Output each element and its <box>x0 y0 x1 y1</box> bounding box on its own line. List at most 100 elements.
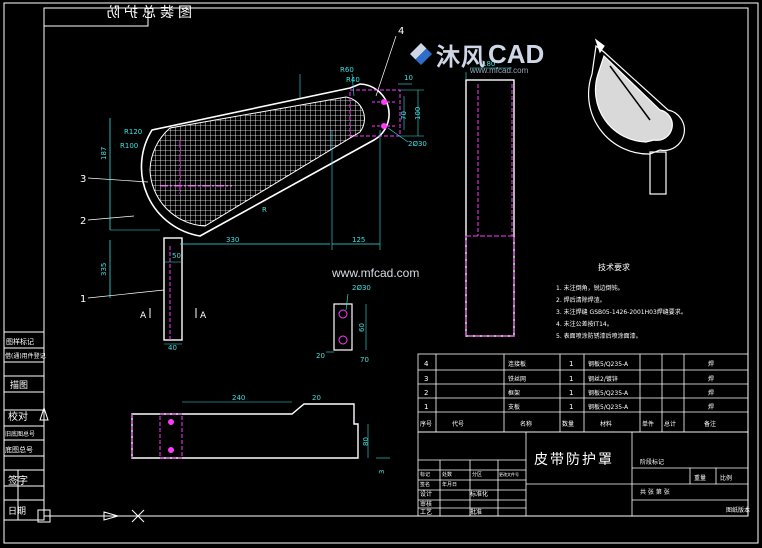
front-view <box>140 83 401 341</box>
svg-text:共 张 第 张: 共 张 第 张 <box>640 488 670 496</box>
bom-header-1: 代号 <box>452 420 464 428</box>
svg-text:2: 2 <box>80 216 86 227</box>
sidebar-extra-1: 描图 <box>10 379 28 391</box>
svg-text:4: 4 <box>398 26 404 37</box>
svg-text:年月日: 年月日 <box>442 481 457 488</box>
svg-text:批准: 批准 <box>470 508 482 516</box>
svg-text:50: 50 <box>172 252 181 260</box>
svg-text:分区: 分区 <box>472 471 482 478</box>
bom-row-2-name: 框架 <box>508 389 520 397</box>
svg-text:80: 80 <box>362 437 370 446</box>
bom-row-2-note: 焊 <box>708 389 714 397</box>
support-leg <box>163 237 183 341</box>
svg-text:5. 表面喷涂防锈漆后喷涂面漆。: 5. 表面喷涂防锈漆后喷涂面漆。 <box>556 332 642 340</box>
svg-text:R40: R40 <box>346 76 360 84</box>
callouts: 1 2 3 4 <box>80 26 404 305</box>
sidebar-extra-0: 图样标记 <box>6 337 34 346</box>
watermark-logo: 沐风 CAD <box>410 34 544 74</box>
svg-text:4. 未注公差按IT14。: 4. 未注公差按IT14。 <box>556 320 613 328</box>
footer-text: 图纸版本 <box>726 506 750 514</box>
svg-text:1: 1 <box>80 294 86 305</box>
logo-cn: 沐风 <box>436 43 486 71</box>
mirrored-title-box <box>43 7 149 27</box>
svg-text:2Ø30: 2Ø30 <box>408 140 427 148</box>
bom-header-7: 备注 <box>704 420 716 428</box>
bom-row-2-mat: 钢板5/Q235-A <box>588 389 629 397</box>
bom-row-1-mat: 钢丝2/镀锌 <box>588 375 618 383</box>
svg-text:R120: R120 <box>124 128 142 136</box>
svg-text:更改文件号: 更改文件号 <box>499 471 519 477</box>
svg-text:2Ø30: 2Ø30 <box>352 284 371 292</box>
svg-text:签名: 签名 <box>420 481 430 488</box>
inner-frame <box>43 7 749 517</box>
bom-row-3-name: 支板 <box>508 403 520 411</box>
bom-header-5: 单件 <box>642 420 654 428</box>
svg-text:20: 20 <box>312 394 321 402</box>
svg-text:335: 335 <box>100 263 108 276</box>
svg-text:审核: 审核 <box>420 500 432 508</box>
svg-text:20: 20 <box>316 352 325 360</box>
sidebar-item-3: 签字 <box>8 474 28 487</box>
drawing-title: 皮带防护罩 <box>534 452 614 468</box>
bom-row-1-note: 焊 <box>708 375 714 383</box>
sidebar-table: 图样标记 借(通)用件登记 描图 校对 旧底图总号 底图总号 签字 日期 <box>3 331 46 521</box>
bom-row-1-no: 3 <box>424 375 428 383</box>
bom-row-0-name: 连接板 <box>508 360 526 368</box>
svg-text:重量: 重量 <box>694 474 706 482</box>
svg-text:60: 60 <box>358 323 366 332</box>
svg-text:40: 40 <box>168 344 177 352</box>
title-block-text: 皮带防护罩 标记 处数 分区 更改文件号 签名 年月日 设计 标准化 审核 工艺… <box>420 452 732 516</box>
side-view: 180 <box>465 60 515 337</box>
watermark-site-url: www.mfcad.com <box>332 266 420 280</box>
svg-text:标记: 标记 <box>420 471 430 478</box>
svg-text:设计: 设计 <box>420 490 432 498</box>
svg-text:240: 240 <box>232 394 245 402</box>
svg-text:图装总护防: 图装总护防 <box>102 5 192 21</box>
svg-text:比例: 比例 <box>720 474 732 482</box>
section-marks: A A <box>140 308 207 321</box>
bom-row-0-no: 4 <box>424 360 429 368</box>
svg-text:工艺: 工艺 <box>420 508 432 516</box>
svg-text:70: 70 <box>400 111 408 120</box>
ucs-icon <box>37 406 145 523</box>
bom-header-3: 数量 <box>562 420 574 428</box>
svg-text:处数: 处数 <box>442 471 452 478</box>
svg-text:100: 100 <box>414 107 422 120</box>
svg-text:125: 125 <box>352 236 365 244</box>
svg-text:阶段标记: 阶段标记 <box>640 458 664 466</box>
svg-text:70: 70 <box>360 356 369 364</box>
svg-text:187: 187 <box>100 147 108 160</box>
svg-text:标准化: 标准化 <box>470 490 488 498</box>
svg-text:R60: R60 <box>340 66 354 74</box>
svg-text:3: 3 <box>378 470 386 474</box>
bottom-view: 240 20 80 3 <box>131 394 390 474</box>
svg-text:1. 未注倒角，锐边倒钝。: 1. 未注倒角，锐边倒钝。 <box>556 284 624 292</box>
bom-row-0-mat: 钢板5/Q235-A <box>588 360 629 368</box>
bom-row-3-no: 1 <box>424 403 428 411</box>
connector-plate <box>349 89 401 137</box>
bom-row-2-qty: 1 <box>569 389 573 397</box>
bom-row-2-no: 2 <box>424 389 428 397</box>
svg-text:A: A <box>200 311 207 321</box>
sidebar-extra-2: 校对 <box>8 410 28 423</box>
title-block <box>417 431 749 517</box>
bom-row-0-qty: 1 <box>569 360 573 368</box>
bom-header-0: 序号 <box>420 420 432 428</box>
sidebar-item-4: 日期 <box>8 506 26 517</box>
svg-text:2. 焊后清除焊渣。: 2. 焊后清除焊渣。 <box>556 296 606 304</box>
logo-mark-icon <box>410 43 432 65</box>
outer-frame <box>3 2 759 544</box>
bom-row-3-qty: 1 <box>569 403 573 411</box>
logo-en: CAD <box>488 38 545 69</box>
svg-text:3: 3 <box>80 174 86 185</box>
svg-text:10: 10 <box>404 74 413 82</box>
bom-row-1-qty: 1 <box>569 375 573 383</box>
sidebar-item-0: 借(通)用件登记 <box>5 352 46 360</box>
svg-text:A: A <box>140 311 147 321</box>
dim-r20: R <box>262 206 267 214</box>
bom-rows: 4 连接板 1 钢板5/Q235-A 焊 3 铁丝网 1 钢丝2/镀锌 焊 2 … <box>420 360 716 428</box>
bom-header-4: 材料 <box>600 420 612 428</box>
iso-view <box>587 38 685 195</box>
bom-table <box>417 353 749 433</box>
svg-text:3. 未注焊缝 GSB05-1426-2001H03焊缝要求: 3. 未注焊缝 GSB05-1426-2001H03焊缝要求。 <box>556 308 687 316</box>
